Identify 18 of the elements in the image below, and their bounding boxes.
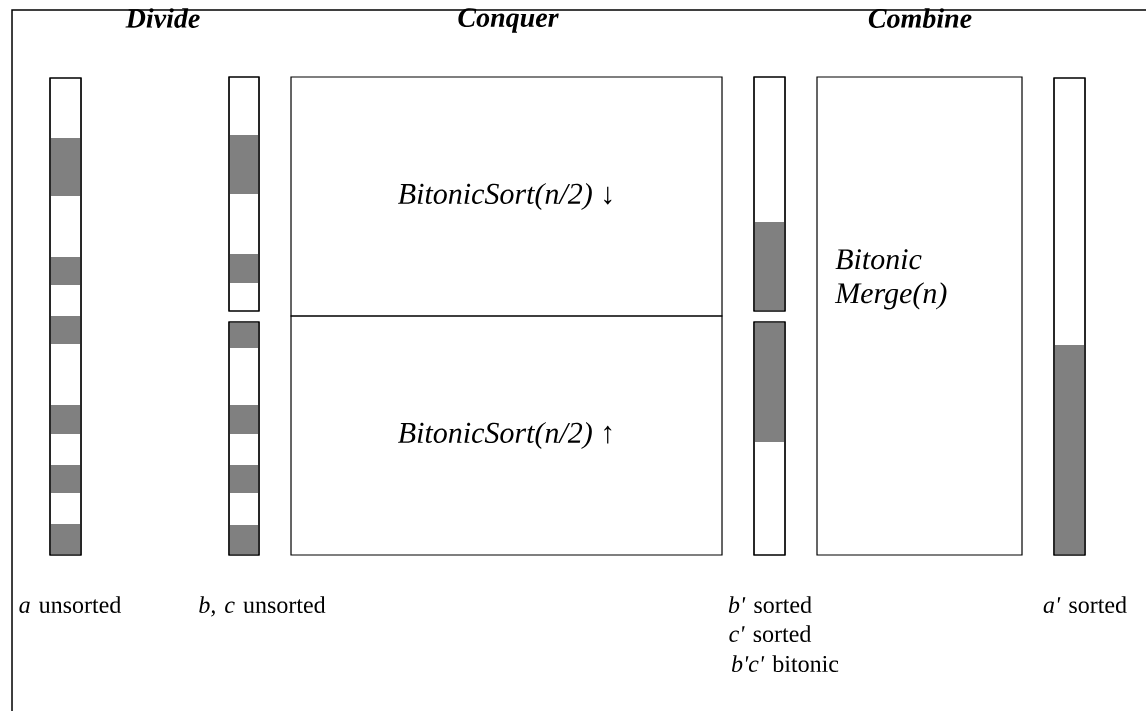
array-label: b' sorted xyxy=(728,596,812,614)
array-label: b'c' bitonic xyxy=(731,655,839,673)
array-label: a' sorted xyxy=(1043,596,1127,614)
array-label: c' sorted xyxy=(729,625,812,643)
array-label: b, c unsorted xyxy=(199,596,326,617)
array-bar xyxy=(753,321,786,556)
column-heading: Divide xyxy=(125,8,200,28)
column-heading: Conquer xyxy=(458,8,559,33)
array-bar xyxy=(228,321,260,556)
array-bar xyxy=(1053,77,1086,556)
array-label: a unsorted xyxy=(19,596,122,614)
process-box: BitonicSort(n/2) ↓ xyxy=(290,76,723,317)
column-heading: Combine xyxy=(868,8,972,28)
array-bar xyxy=(753,76,786,312)
array-bar xyxy=(49,77,82,556)
process-box: Bitonic Merge(n) xyxy=(816,76,1023,556)
array-bar xyxy=(228,76,260,312)
process-box: BitonicSort(n/2) ↑ xyxy=(290,315,723,556)
